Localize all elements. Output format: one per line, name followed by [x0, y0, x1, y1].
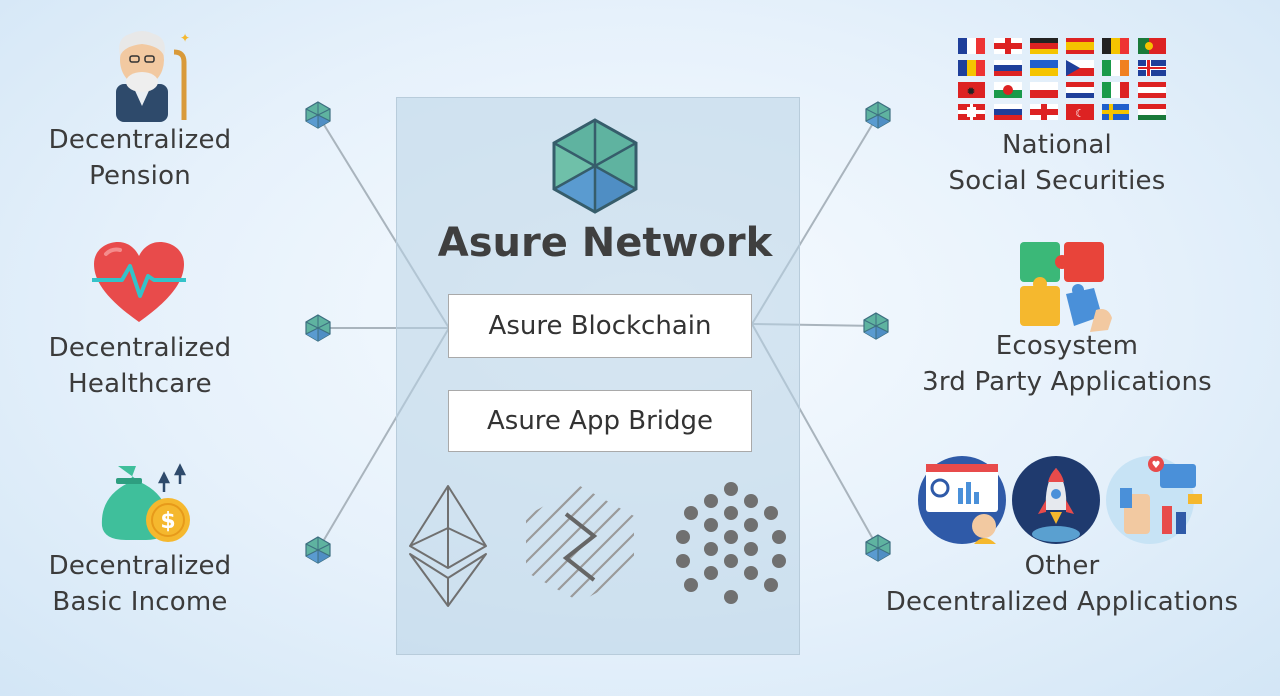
european-flags-icon: ✹ ☾ — [958, 38, 1166, 120]
svg-text:✦: ✦ — [180, 31, 190, 45]
label-ecosystem-3rd-party: Ecosystem 3rd Party Applications — [922, 331, 1212, 397]
analytics-app-icon — [918, 456, 1006, 544]
node-hexagon-icon — [305, 314, 331, 342]
node-hexagon-icon — [865, 534, 891, 562]
network-title: Asure Network — [437, 220, 773, 266]
label-national-social-securities: National Social Securities — [948, 130, 1166, 196]
svg-text:☾: ☾ — [1075, 107, 1085, 120]
svg-text:$: $ — [160, 509, 175, 534]
ethereum-logo-icon — [409, 485, 487, 607]
rocket-app-icon — [1012, 456, 1100, 544]
puzzle-pieces-icon — [1020, 242, 1112, 332]
node-hexagon-icon — [865, 101, 891, 129]
node-hexagon-icon — [305, 101, 331, 129]
label-decentralized-basic-income: Decentralized Basic Income — [48, 551, 232, 617]
label-other-decentralized-apps: Other Decentralized Applications — [885, 551, 1239, 617]
social-media-app-icon: ♥ — [1106, 456, 1202, 544]
svg-text:♥: ♥ — [1152, 460, 1161, 471]
label-decentralized-healthcare: Decentralized Healthcare — [48, 333, 232, 399]
asure-app-bridge-box: Asure App Bridge — [448, 390, 752, 452]
svg-text:✹: ✹ — [966, 85, 975, 98]
money-bag-icon: $ — [101, 463, 190, 542]
label-decentralized-pension: Decentralized Pension — [48, 125, 232, 191]
elderly-man-icon: ✦ — [116, 31, 190, 122]
asure-hexagon-logo-icon — [552, 118, 638, 214]
asure-blockchain-box: Asure Blockchain — [448, 294, 752, 358]
dot-grid-logo-icon — [676, 482, 786, 604]
hatched-chain-logo-icon — [526, 486, 634, 602]
node-hexagon-icon — [305, 536, 331, 564]
heartbeat-icon — [92, 242, 186, 322]
node-hexagon-icon — [863, 312, 889, 340]
